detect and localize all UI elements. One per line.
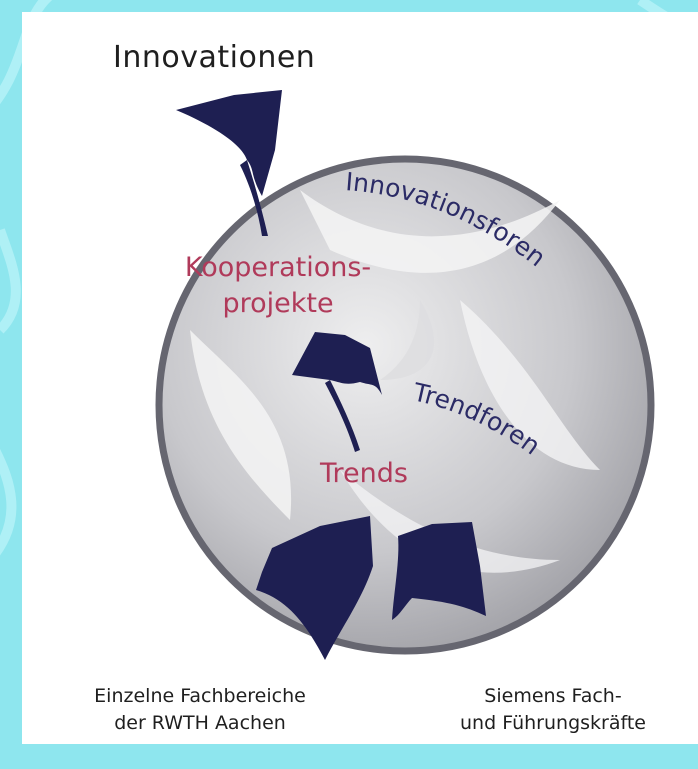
label-siemens-line2: und Führungskräfte <box>460 712 646 734</box>
label-kooperation-line2: projekte <box>222 288 334 319</box>
label-rwth-line1: Einzelne Fachbereiche <box>94 685 306 707</box>
label-trends: Trends <box>320 458 408 489</box>
middle-arrow <box>292 332 382 395</box>
label-rwth: Einzelne Fachbereiche der RWTH Aachen <box>40 683 360 737</box>
right-bottom-wedge <box>392 522 486 620</box>
label-innovationen: Innovationen <box>113 40 316 75</box>
left-bottom-wedge <box>256 516 373 660</box>
label-siemens: Siemens Fach- und Führungskräfte <box>418 683 688 737</box>
label-rwth-line2: der RWTH Aachen <box>114 712 286 734</box>
label-kooperation-line1: Kooperations- <box>184 252 372 283</box>
top-arrow-stem <box>240 160 268 236</box>
middle-arrow-stem <box>325 380 360 452</box>
label-kooperationsprojekte: Kooperations- projekte <box>138 250 418 322</box>
label-siemens-line1: Siemens Fach- <box>484 685 622 707</box>
top-arrow <box>176 90 282 196</box>
